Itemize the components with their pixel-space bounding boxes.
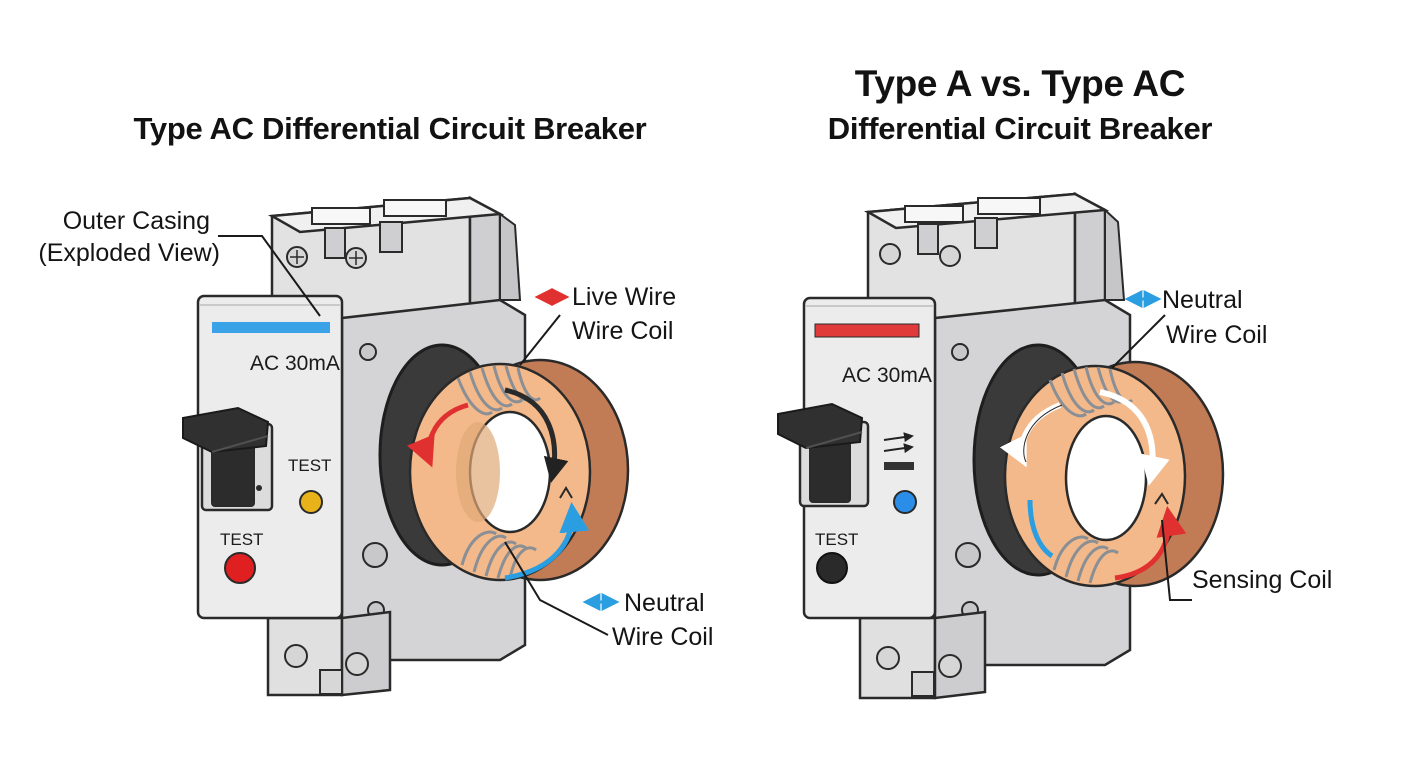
live-wire-label: Live Wire — [572, 283, 677, 311]
left-neutral-label: Neutral — [624, 589, 705, 617]
left-leaders — [218, 235, 609, 636]
right-neutral-coil-label: Wire Coil — [1166, 321, 1268, 349]
left-test-label-upper: TEST — [288, 456, 332, 475]
right-title-line2: Differential Circuit Breaker — [827, 111, 1213, 146]
left-neutral-coil-label: Wire Coil — [612, 623, 714, 651]
exploded-view-label: (Exploded View) — [38, 239, 220, 267]
sensing-coil-label: Sensing Coil — [1192, 566, 1333, 594]
right-breaker — [777, 191, 1132, 700]
right-test-label: TEST — [815, 530, 859, 549]
right-title-line1: Type A vs. Type AC — [854, 63, 1186, 104]
right-rating-label: AC 30mA — [842, 364, 932, 387]
outer-casing-label: Outer Casing — [62, 207, 210, 235]
left-toroid-coil — [378, 343, 630, 582]
left-title: Type AC Differential Circuit Breaker — [133, 111, 647, 146]
right-toroid-coil — [972, 343, 1225, 588]
right-leaders — [1111, 314, 1192, 601]
left-test-label-lower: TEST — [220, 530, 264, 549]
left-rating-label: AC 30mA — [250, 352, 340, 375]
live-wire-coil-label: Wire Coil — [572, 317, 674, 345]
right-neutral-label: Neutral — [1162, 286, 1243, 314]
